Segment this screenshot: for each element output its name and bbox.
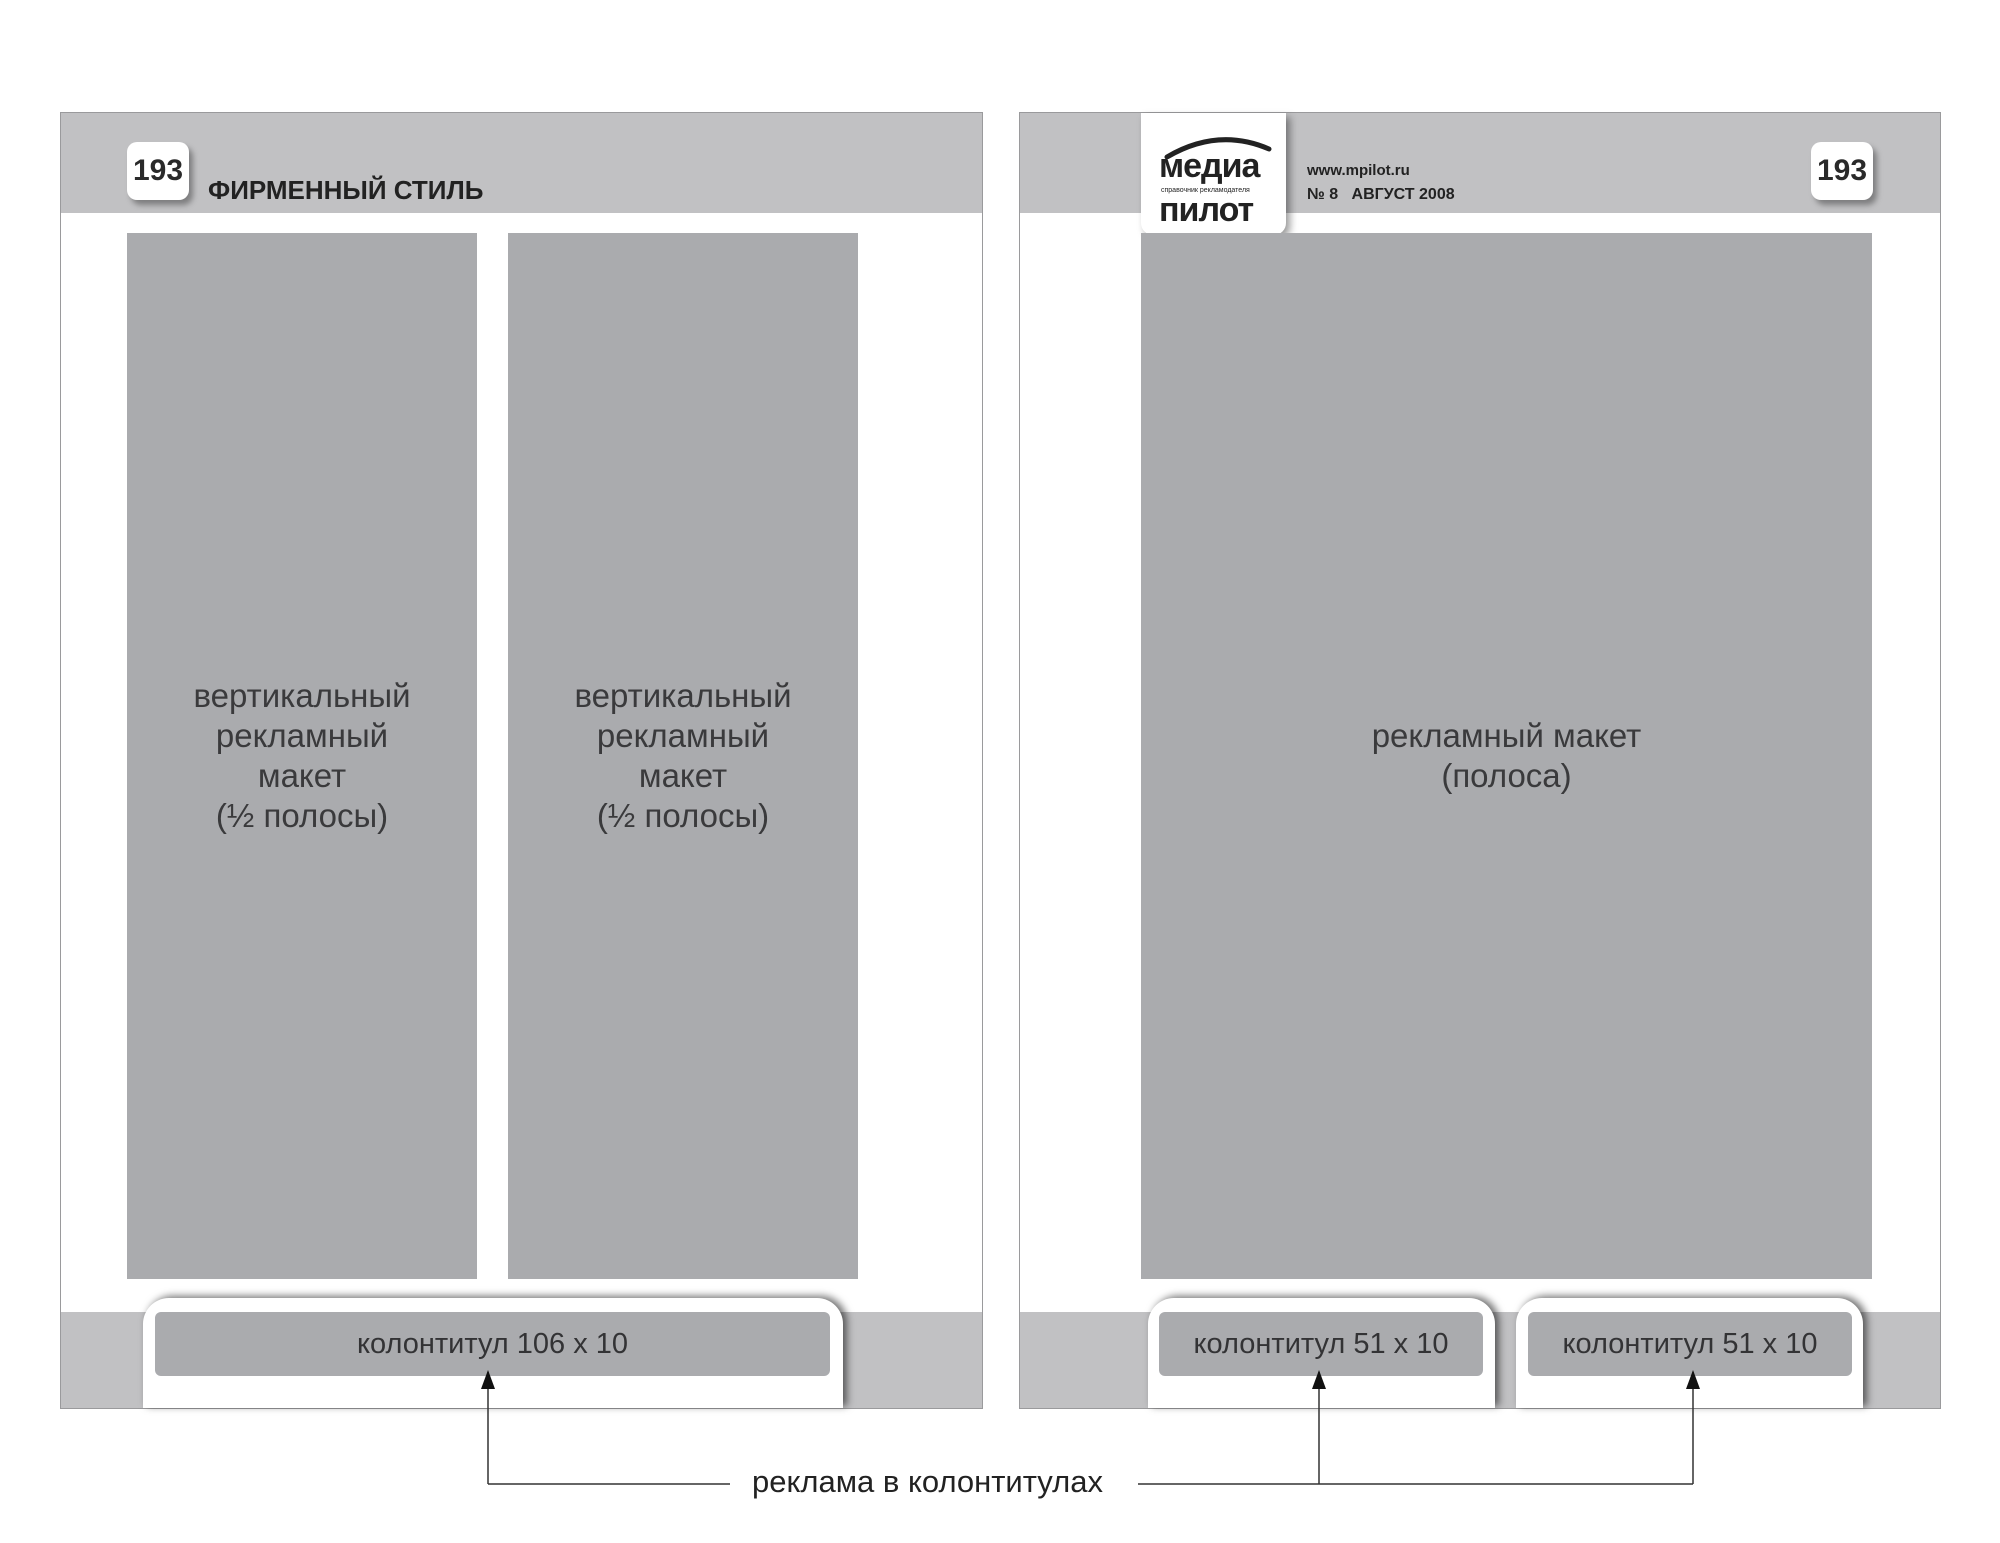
section-title: ФИРМЕННЫЙ СТИЛЬ [208,175,484,205]
issue-info: № 8 АВГУСТ 2008 [1307,186,1455,203]
left-header-band [61,113,982,213]
logo-box: медиа справочник рекламодателя пилот [1141,113,1286,235]
logo-bottom-word: пилот [1159,191,1254,229]
ad-block-line: рекламный [215,717,389,754]
logo-tagline: справочник рекламодателя [1161,187,1250,194]
ad-block-full: рекламный макет (полоса) [1141,233,1872,1279]
footer-ad-51x10-2: колонтитул 51 х 10 [1528,1312,1852,1376]
ad-block-line: (½ полосы) [215,797,389,834]
ad-block-half-1: вертикальный рекламный макет (½ полосы) [127,233,477,1279]
right-page-number: 193 [1811,142,1873,200]
ad-block-line: вертикальный [574,677,792,714]
callout-arrow-left [481,1370,730,1485]
footer-ad-51x10-1: колонтитул 51 х 10 [1159,1312,1483,1376]
logo-arc-icon [1164,137,1272,159]
site-url: www.mpilot.ru [1307,162,1410,179]
ad-block-line: макет [638,757,728,794]
ad-block-line: вертикальный [193,677,411,714]
callout-caption: реклама в колонтитулах [742,1464,1113,1500]
ad-block-line: (½ полосы) [596,797,770,834]
ad-block-line: рекламный макет [1371,717,1642,754]
left-page-number: 193 [127,142,189,200]
ad-block-line: макет [257,757,347,794]
ad-block-line: (полоса) [1441,757,1572,794]
footer-ad-106x10: колонтитул 106 х 10 [155,1312,830,1376]
ad-block-half-2: вертикальный рекламный макет (½ полосы) [508,233,858,1279]
callout-arrow-right [1138,1370,1700,1485]
ad-block-line: рекламный [596,717,770,754]
logo-top-word: медиа [1159,147,1260,185]
